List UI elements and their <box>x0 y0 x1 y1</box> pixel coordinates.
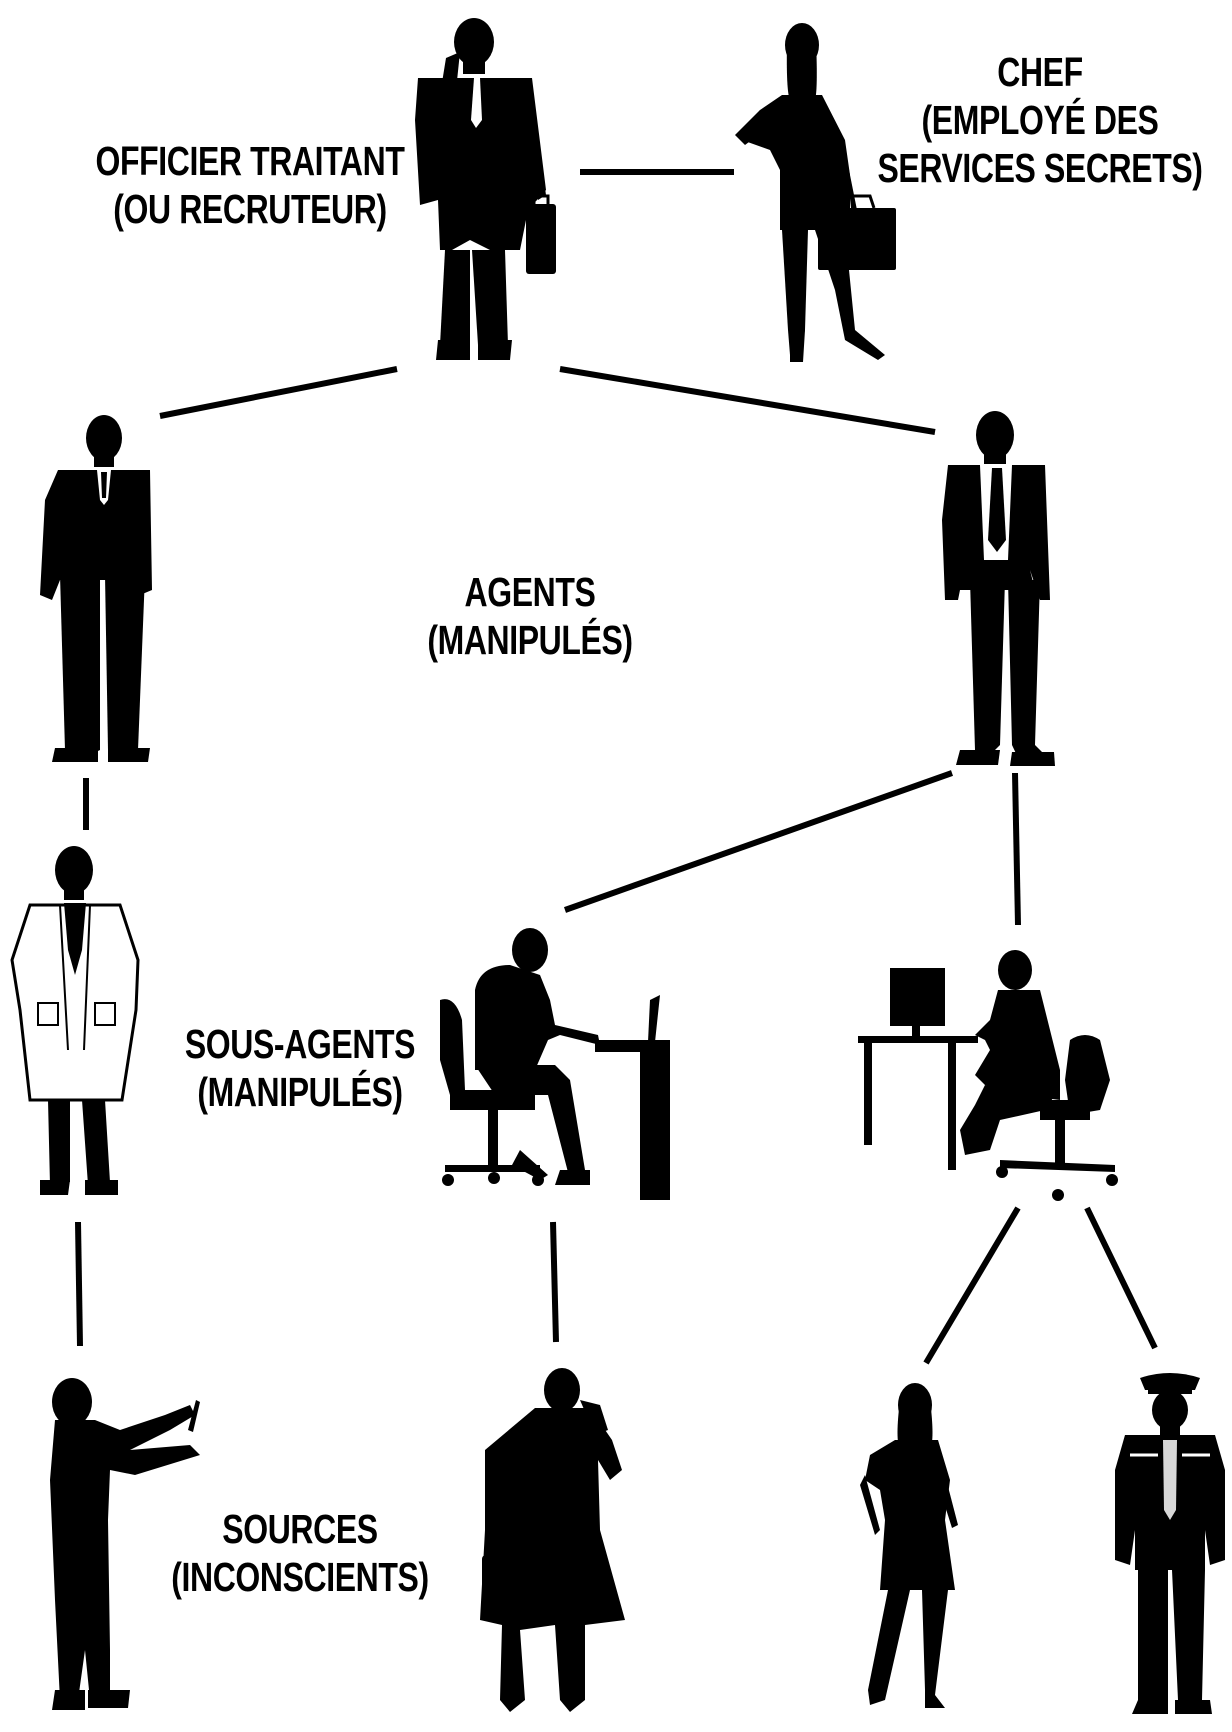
label-chef: CHEF (EMPLOYÉ DES SERVICES SECRETS) <box>876 48 1204 192</box>
woman-briefcase-icon <box>735 23 896 362</box>
label-sources-line2: (INCONSCIENTS) <box>171 1554 429 1600</box>
label-chef-line3: SERVICES SECRETS) <box>877 145 1203 191</box>
man-suit-tie-icon <box>942 411 1055 766</box>
woman-dress-icon <box>860 1383 958 1708</box>
link-officer-agent-left <box>159 366 398 419</box>
security-guard-icon <box>1115 1373 1225 1714</box>
label-officier-traitant: OFFICIER TRAITANT (OU RECRUTEUR) <box>86 137 414 233</box>
label-sous-agents: SOUS-AGENTS (MANIPULÉS) <box>144 1020 456 1116</box>
label-officier-line1: OFFICIER TRAITANT <box>95 138 405 184</box>
link-agent-right-laptop <box>563 770 954 913</box>
doctor-lab-coat-icon <box>10 846 140 1195</box>
label-agents-line2: (MANIPULÉS) <box>427 617 633 663</box>
label-sous-agents-line1: SOUS-AGENTS <box>184 1021 416 1067</box>
label-chef-line2: (EMPLOYÉ DES <box>921 97 1159 143</box>
label-officier-line2: (OU RECRUTEUR) <box>113 186 387 232</box>
man-suit-icon <box>40 415 152 762</box>
man-syringe-icon <box>50 1378 200 1710</box>
label-sources-line1: SOURCES <box>222 1506 378 1552</box>
label-agents: AGENTS (MANIPULÉS) <box>374 568 686 664</box>
man-phone-briefcase-icon <box>415 18 556 360</box>
man-computer-desk-icon <box>858 950 1118 1201</box>
man-coat-phone-icon <box>480 1368 625 1712</box>
link-computer-woman <box>923 1206 1021 1365</box>
link-laptop-coat <box>550 1221 559 1343</box>
link-computer-guard <box>1084 1206 1158 1350</box>
label-sous-agents-line2: (MANIPULÉS) <box>197 1069 403 1115</box>
label-chef-line1: CHEF <box>997 49 1083 95</box>
link-doctor-syringe <box>75 1221 83 1347</box>
label-sources: SOURCES (INCONSCIENTS) <box>144 1505 456 1601</box>
man-laptop-desk-icon <box>440 928 670 1200</box>
label-agents-line1: AGENTS <box>464 569 596 615</box>
link-agent-right-computer <box>1012 772 1021 926</box>
link-officer-agent-right <box>559 366 936 435</box>
